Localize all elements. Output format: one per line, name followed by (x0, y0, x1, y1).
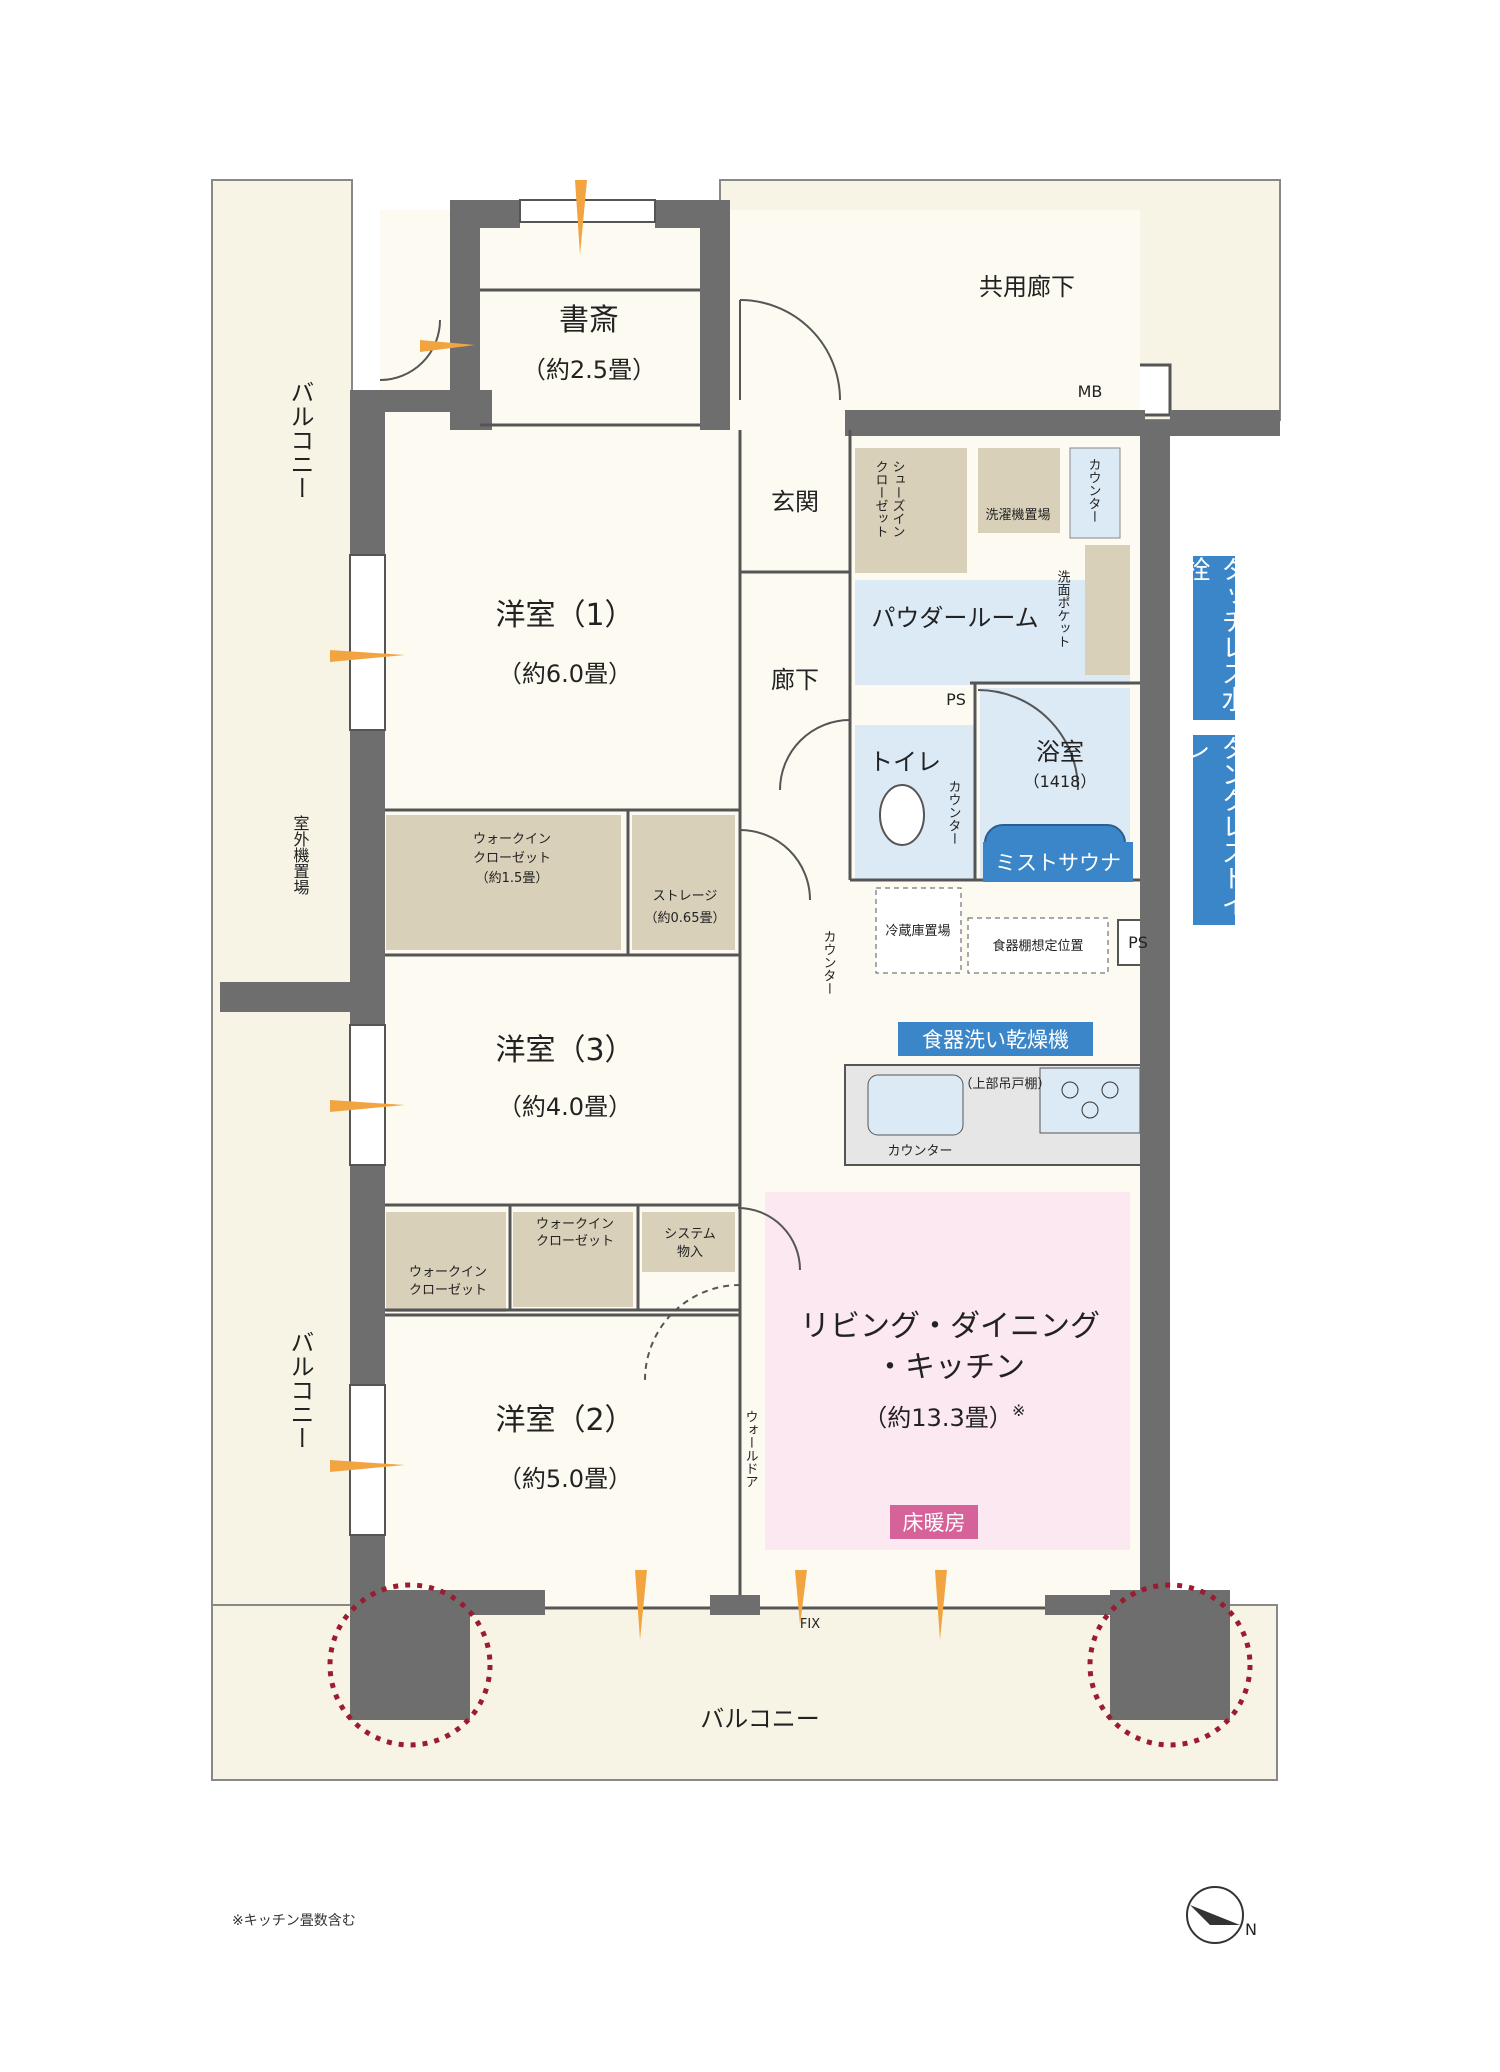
counter-label-2: カウンター (946, 780, 961, 845)
ps-label-2: PS (1128, 933, 1148, 952)
western1-area: （約6.0畳） (498, 660, 632, 688)
bath-size: （1418） (1024, 772, 1097, 791)
storage-area (632, 815, 735, 950)
western2-name: 洋室（2） (495, 1403, 634, 1438)
balcony-bottom-label: バルコニー (700, 1705, 820, 1733)
wic3-area (386, 1212, 506, 1312)
ldk-area: （約13.3畳） (863, 1404, 1012, 1432)
balcony-left-label-1: バルコニー (286, 380, 314, 500)
counter-label-1: カウンター (1086, 458, 1101, 523)
walled-door-label: ウォールドア (743, 1410, 758, 1488)
hallway-label: 廊下 (771, 666, 819, 694)
system-area (642, 1212, 735, 1272)
western3-name: 洋室（3） (495, 1033, 634, 1068)
footnote: ※キッチン畳数含む (232, 1913, 356, 1929)
system-line1: システム (664, 1227, 716, 1242)
wic1-line2: クローゼット (473, 851, 551, 866)
upper-cabinet-label: （上部吊戸棚） (959, 1077, 1050, 1092)
wash-pocket-area (1085, 545, 1130, 675)
powder-room-area (855, 580, 1130, 685)
cupboard-area (967, 917, 1109, 974)
wic2-area (513, 1212, 633, 1307)
wic2-line1: ウォークイン (536, 1217, 614, 1232)
tag-mist-sauna: ミストサウナ (983, 842, 1133, 882)
tag-touchless-faucet: タッチレス水栓 (1180, 556, 1247, 720)
wic1-line1: ウォークイン (473, 832, 551, 847)
common-corridor-label: 共用廊下 (979, 273, 1075, 301)
washer-area (978, 448, 1060, 533)
storage-line1: ストレージ (653, 889, 718, 904)
tag-dishwasher: 食器洗い乾燥機 (898, 1022, 1093, 1056)
toilet-label: トイレ (869, 748, 941, 776)
wic3-line2: クローゼット (409, 1283, 487, 1298)
wash-pocket-label: 洗面ポケット (1055, 570, 1071, 648)
balcony-left-area (211, 179, 353, 1781)
study-name: 書斎 (559, 303, 619, 338)
compass-label: N (1245, 1920, 1257, 1939)
counter-label-3: カウンター (821, 930, 836, 995)
ventilation-arrows (330, 180, 947, 1640)
ldk-name-line2: ・キッチン (875, 1350, 1025, 1385)
corner-highlight-right (1087, 1582, 1253, 1748)
compass-icon: N (1186, 1886, 1257, 1944)
western1-name: 洋室（1） (495, 598, 634, 633)
shoes-line1: シューズイン (890, 460, 905, 538)
entrance-label: 玄関 (771, 488, 819, 516)
wic1-area: （約1.5畳） (476, 871, 549, 886)
western2-area: （約5.0畳） (498, 1465, 632, 1493)
ldk-highlight (765, 1192, 1130, 1550)
shoes-line2: クローゼット (873, 460, 889, 538)
western3-area: （約4.0畳） (498, 1093, 632, 1121)
cupboard-label: 食器棚想定位置 (992, 938, 1083, 954)
tag-floor-heating: 床暖房 (890, 1505, 978, 1539)
ldk-name-line1: リビング・ダイニング (800, 1309, 1100, 1344)
washer-label: 洗濯機置場 (985, 508, 1050, 523)
wic1-area (386, 815, 621, 950)
tag-tankless-toilet: タンクレストイレ (1180, 735, 1247, 925)
powder-room-label: パウダールーム (871, 604, 1038, 632)
fix-label: FIX (800, 1617, 820, 1632)
balcony-left-label-2: バルコニー (286, 1330, 314, 1450)
storage-area-label: （約0.65畳） (645, 911, 726, 926)
study-area: （約2.5畳） (522, 356, 656, 384)
wic3-line1: ウォークイン (409, 1265, 487, 1280)
mb-label: MB (1078, 382, 1103, 401)
kitchen-counter-label: カウンター (887, 1144, 952, 1159)
shoes-closet-area (855, 448, 967, 573)
corner-highlight-left (327, 1582, 493, 1748)
ldk-mark: ※ (1012, 1401, 1025, 1420)
bath-label: 浴室 (1036, 738, 1084, 766)
wic2-line2: クローゼット (536, 1234, 614, 1249)
fridge-label: 冷蔵庫置場 (885, 924, 950, 939)
ps-label-1: PS (946, 690, 966, 709)
system-line2: 物入 (677, 1245, 703, 1260)
fridge-area (875, 887, 962, 974)
counter-area (1069, 447, 1121, 539)
outdoor-unit-label: 室外機置場 (291, 815, 310, 896)
